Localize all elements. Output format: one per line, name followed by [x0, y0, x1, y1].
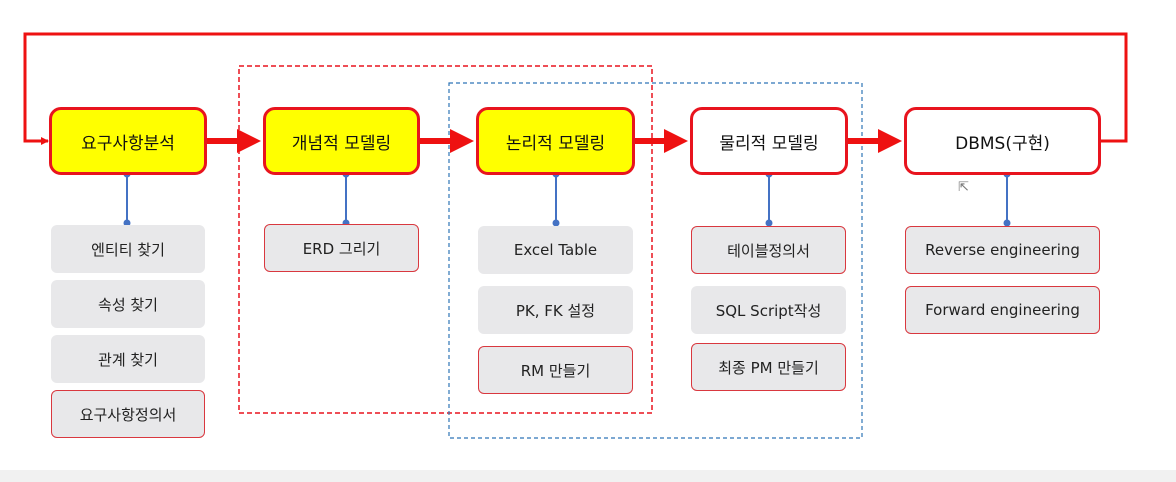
task-find-attributes[interactable]: 속성 찾기: [51, 280, 205, 328]
task-forward-engineering[interactable]: Forward engineering: [905, 286, 1100, 334]
task-find-relationships[interactable]: 관계 찾기: [51, 335, 205, 383]
group-blue-dashed: [448, 82, 863, 439]
stage-label: DBMS(구현): [955, 133, 1050, 154]
bottom-strip: [0, 470, 1176, 482]
stage-label: 논리적 모델링: [505, 133, 606, 154]
task-excel-table[interactable]: Excel Table: [478, 226, 633, 274]
task-draw-erd[interactable]: ERD 그리기: [264, 224, 419, 272]
task-find-entities[interactable]: 엔티티 찾기: [51, 225, 205, 273]
mouse-cursor-icon: ⇱: [958, 180, 969, 195]
task-pk-fk-setup[interactable]: PK, FK 설정: [478, 286, 633, 334]
connector-logical: [552, 170, 560, 227]
connector-dbms: [1003, 170, 1011, 227]
stage-dbms-implementation[interactable]: DBMS(구현): [904, 107, 1101, 175]
connector-physical: [765, 170, 773, 227]
connector-req: [123, 170, 131, 227]
stage-label: 요구사항분석: [81, 133, 175, 154]
task-make-rm[interactable]: RM 만들기: [478, 346, 633, 394]
stage-conceptual-modeling[interactable]: 개념적 모델링: [263, 107, 420, 175]
task-requirements-spec[interactable]: 요구사항정의서: [51, 390, 205, 438]
stage-requirements-analysis[interactable]: 요구사항분석: [49, 107, 207, 175]
stage-label: 물리적 모델링: [719, 133, 819, 154]
group-red-dashed: [238, 65, 653, 414]
task-sql-script[interactable]: SQL Script작성: [691, 286, 846, 334]
stage-physical-modeling[interactable]: 물리적 모델링: [690, 107, 848, 175]
task-table-definition[interactable]: 테이블정의서: [691, 226, 846, 274]
stage-label: 개념적 모델링: [291, 133, 392, 154]
connector-conceptual: [342, 170, 350, 227]
task-reverse-engineering[interactable]: Reverse engineering: [905, 226, 1100, 274]
stage-logical-modeling[interactable]: 논리적 모델링: [476, 107, 635, 175]
feedback-loop-line: [23, 32, 1128, 145]
task-final-pm[interactable]: 최종 PM 만들기: [691, 343, 846, 391]
